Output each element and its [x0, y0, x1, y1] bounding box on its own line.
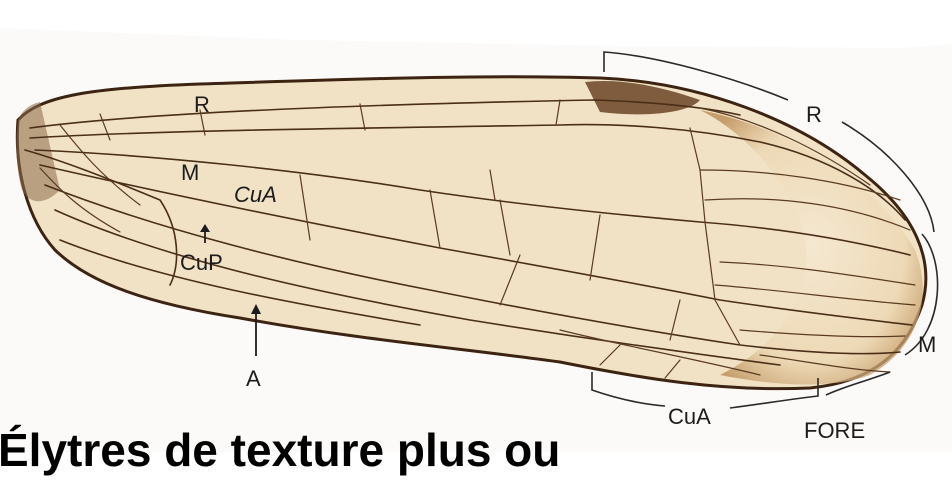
label-m-inner: M — [181, 160, 199, 185]
wing-diagram: R M CuA CuP A R M CuA FORE — [0, 0, 952, 452]
label-r-outer: R — [806, 102, 822, 127]
label-r-inner: R — [194, 92, 210, 117]
label-cua-outer: CuA — [668, 404, 711, 429]
label-cup: CuP — [180, 250, 223, 275]
label-m-outer: M — [918, 332, 936, 357]
label-fore: FORE — [804, 418, 865, 443]
caption-heading: Élytres de texture plus ou — [0, 420, 560, 480]
label-a: A — [246, 366, 261, 391]
label-cua-inner: CuA — [234, 182, 277, 207]
